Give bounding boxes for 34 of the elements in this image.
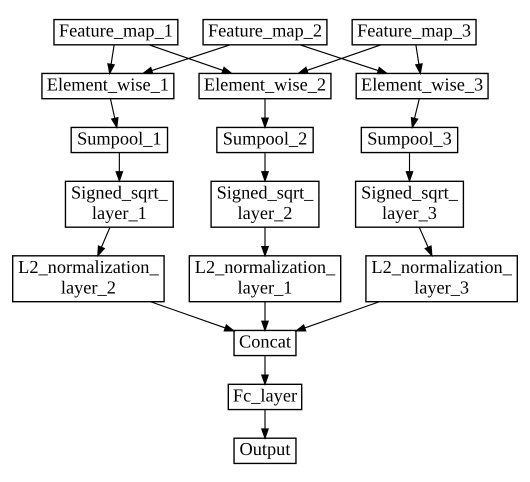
node-box: Feature_map_1 [53,18,179,45]
arrow [260,410,270,440]
node-box: Sumpool_2 [216,126,314,153]
node-box: L2_normalization_ layer_3 [365,254,518,302]
arrow [418,226,433,257]
arrow [97,226,110,257]
node-box: L2_normalization_ layer_1 [188,254,342,302]
node-box: Feature_map_3 [351,18,477,45]
arrow [260,152,270,182]
node-box: Concat [233,329,297,356]
arrow [260,98,270,129]
node-box: Feature_map_2 [202,18,328,45]
arrow [294,300,380,332]
node-box: Element_wise_1 [41,72,175,99]
arrow [260,356,270,386]
arrow [414,44,423,75]
arrow [110,98,119,128]
arrow [107,44,116,75]
arrow [115,152,124,182]
node-box: Signed_sqrt_ layer_2 [210,180,320,228]
node-box: L2_normalization_ layer_2 [12,254,165,302]
node-box: Sumpool_1 [70,126,168,153]
arrow [260,226,270,257]
node-box: Output [233,437,297,464]
node-box: Signed_sqrt_ layer_1 [64,180,174,228]
arrow [150,300,236,332]
arrow [410,98,420,128]
arrow [405,152,414,182]
node-box: Element_wise_3 [355,72,489,99]
node-box: Element_wise_2 [198,72,332,99]
node-box: Sumpool_3 [360,126,458,153]
node-box: Signed_sqrt_ layer_3 [354,180,464,228]
arrow [260,301,270,332]
node-box: Fc_layer [228,383,302,410]
